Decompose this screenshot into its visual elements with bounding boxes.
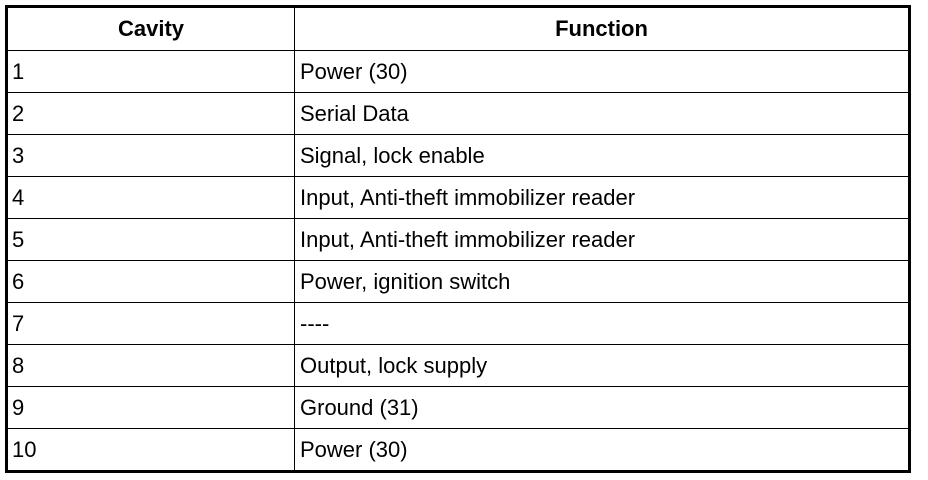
function-cell: Power (30) [294, 50, 910, 93]
column-header-function: Function [294, 6, 910, 51]
column-header-cavity: Cavity [6, 6, 295, 51]
cavity-cell: 7 [6, 302, 295, 345]
cavity-cell: 9 [6, 386, 295, 429]
function-cell: ---- [294, 302, 910, 345]
cavity-cell: 5 [6, 218, 295, 261]
function-cell: Power, ignition switch [294, 260, 910, 303]
table-row: 4 Input, Anti-theft immobilizer reader [6, 176, 910, 219]
function-cell: Ground (31) [294, 386, 910, 429]
table-row: 2 Serial Data [6, 92, 910, 135]
connector-pinout-table: Cavity Function 1 Power (30) 2 Serial Da… [5, 5, 911, 473]
table-row: 7 ---- [6, 302, 910, 345]
function-cell: Signal, lock enable [294, 134, 910, 177]
function-cell: Output, lock supply [294, 344, 910, 387]
table-row: 1 Power (30) [6, 50, 910, 93]
cavity-cell: 1 [6, 50, 295, 93]
function-cell: Serial Data [294, 92, 910, 135]
table-header-row: Cavity Function [6, 6, 910, 51]
cavity-cell: 2 [6, 92, 295, 135]
table-row: 8 Output, lock supply [6, 344, 910, 387]
cavity-cell: 3 [6, 134, 295, 177]
table-row: 10 Power (30) [6, 428, 910, 472]
table-row: 5 Input, Anti-theft immobilizer reader [6, 218, 910, 261]
table-row: 3 Signal, lock enable [6, 134, 910, 177]
cavity-cell: 10 [6, 428, 295, 472]
cavity-cell: 8 [6, 344, 295, 387]
table-row: 6 Power, ignition switch [6, 260, 910, 303]
function-cell: Input, Anti-theft immobilizer reader [294, 176, 910, 219]
cavity-cell: 4 [6, 176, 295, 219]
function-cell: Power (30) [294, 428, 910, 472]
function-cell: Input, Anti-theft immobilizer reader [294, 218, 910, 261]
table-row: 9 Ground (31) [6, 386, 910, 429]
cavity-cell: 6 [6, 260, 295, 303]
